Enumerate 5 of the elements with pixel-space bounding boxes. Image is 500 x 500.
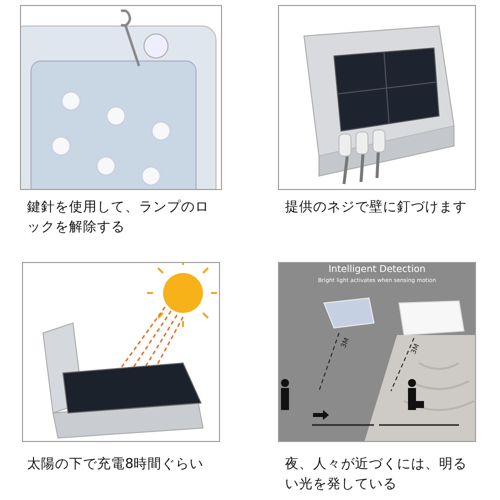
panel-heading: Intelligent Detection (327, 264, 427, 275)
caption: 提供のネジで壁に釘づけます (285, 198, 468, 217)
caption: 夜、人々が近づくには、明るい光を発している (285, 455, 468, 494)
caption: 太陽の下で充電8時間ぐらい (27, 455, 205, 474)
caption: 鍵針を使用して、ランプのロックを解除する (27, 198, 210, 237)
